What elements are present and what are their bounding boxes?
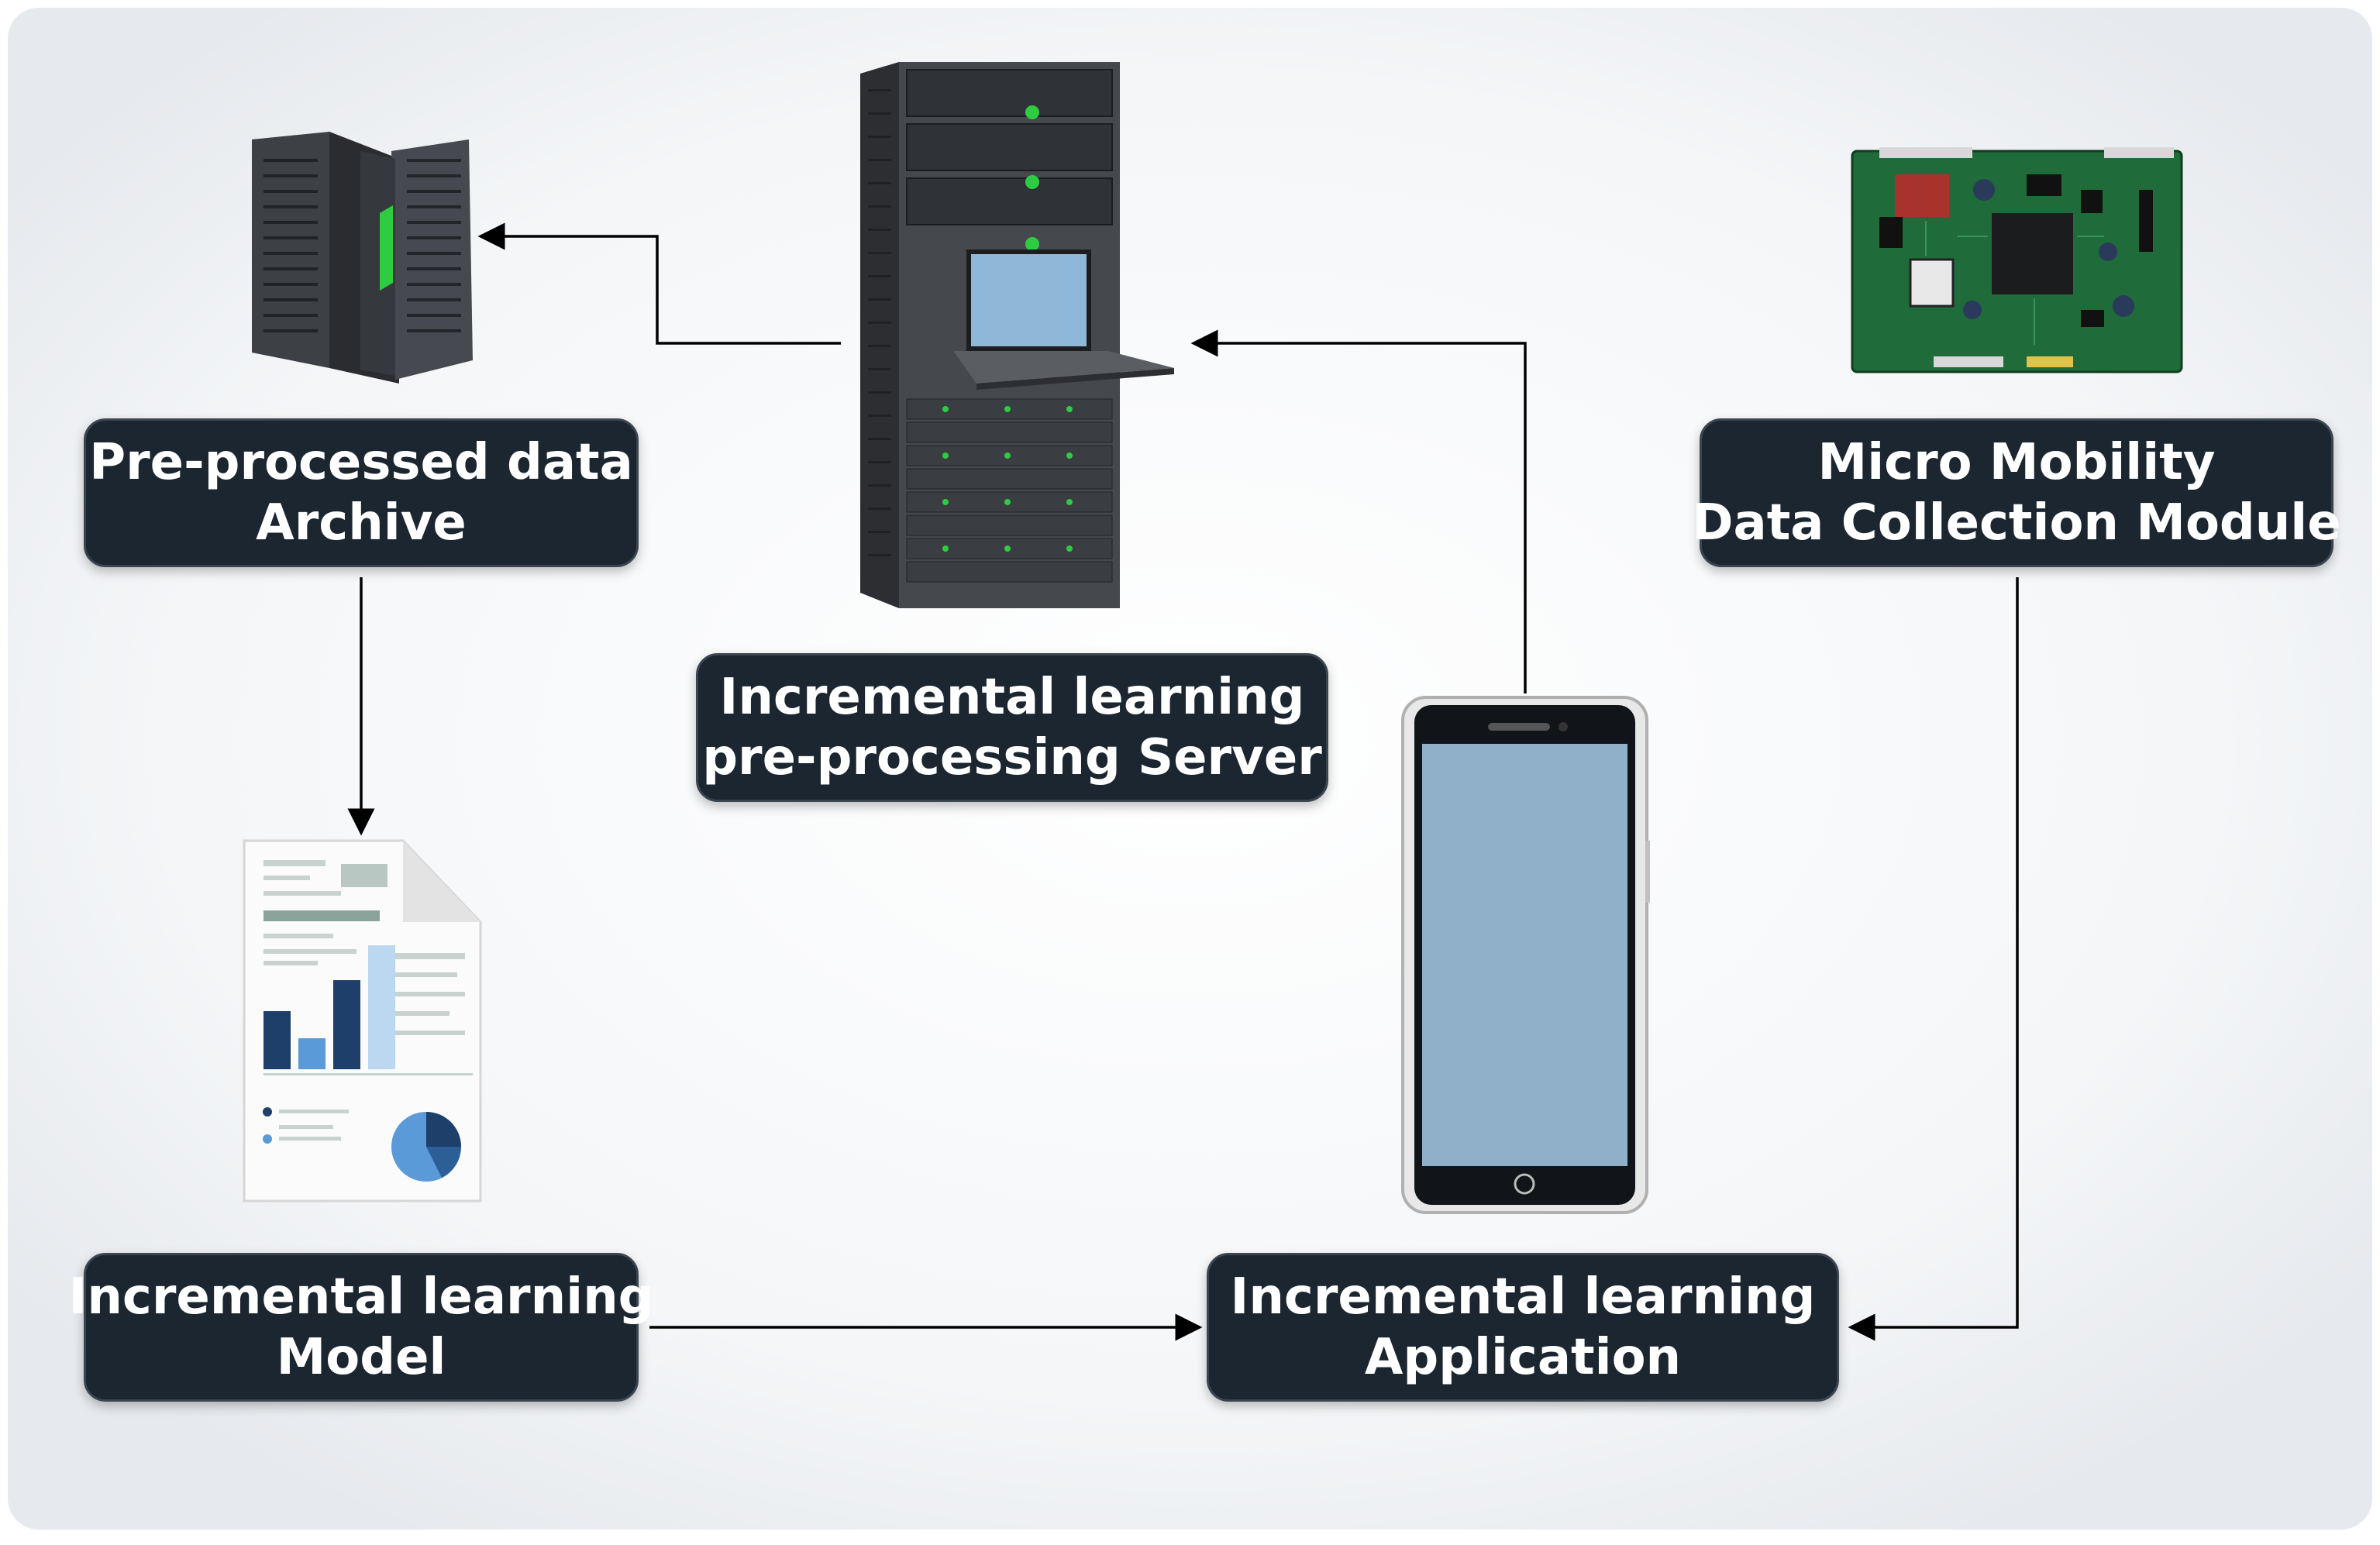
smartphone-icon	[1401, 696, 1650, 1214]
arrow-app-to-server	[1190, 329, 1527, 693]
module-label-line1: Micro Mobility	[1817, 434, 2216, 491]
model-label-line1: Incremental learning	[68, 1268, 654, 1326]
arrow-module-to-app	[1848, 577, 2019, 1341]
rack-server-icon	[860, 62, 1174, 608]
app-label-line2: Application	[1364, 1329, 1682, 1386]
app-label-line1: Incremental learning	[1230, 1268, 1816, 1326]
server-label-line2: pre-processing Server	[702, 729, 1322, 786]
module-label-line2: Data Collection Module	[1692, 494, 2341, 552]
archive-label: Pre-processed data Archive	[84, 418, 639, 567]
arrow-server-to-archive	[477, 222, 841, 345]
module-label: Micro Mobility Data Collection Module	[1692, 418, 2341, 567]
report-document-icon	[243, 839, 482, 1203]
circuit-board-icon	[1851, 147, 2183, 373]
app-label: Incremental learning Application	[1207, 1253, 1839, 1402]
model-label: Incremental learning Model	[69, 1253, 653, 1402]
archive-label-line1: Pre-processed data	[89, 434, 633, 491]
server-pair-icon	[252, 132, 473, 384]
server-label-line1: Incremental learning	[719, 669, 1305, 726]
model-label-line2: Model	[276, 1329, 446, 1386]
server-label: Incremental learning pre-processing Serv…	[696, 653, 1328, 802]
archive-label-line2: Archive	[256, 494, 467, 552]
